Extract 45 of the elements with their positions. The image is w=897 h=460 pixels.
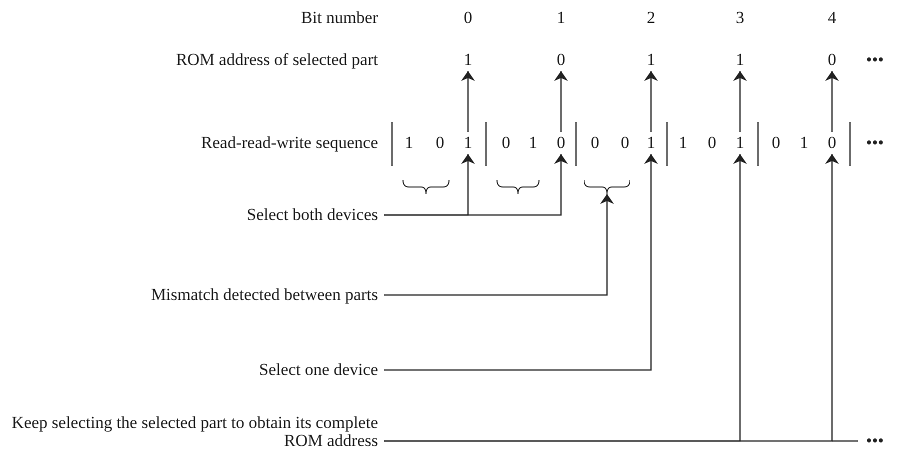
arrow xyxy=(733,71,747,132)
bit-index: 3 xyxy=(734,8,746,28)
bit-value: 0 xyxy=(824,49,840,71)
bit-value: 0 xyxy=(587,132,603,154)
bit-value: 0 xyxy=(553,132,569,154)
bit-index: 2 xyxy=(646,8,656,28)
bit-value: 1 xyxy=(643,49,659,71)
bit-index: 4 xyxy=(826,8,838,28)
leader-line xyxy=(384,194,614,296)
arrow xyxy=(825,71,839,132)
leader-line xyxy=(384,154,568,216)
annotation-text: Keep selecting the selected part to obtain its complete ROM address xyxy=(8,414,384,450)
bit-value: 0 xyxy=(498,132,514,154)
annotation-text: Mismatch detected between parts xyxy=(8,286,384,304)
arrow xyxy=(644,71,658,132)
arrow xyxy=(461,71,475,132)
arrow xyxy=(554,71,568,132)
ellipsis: ••• xyxy=(866,50,884,70)
row-heading: Read-read-write sequence xyxy=(201,133,378,153)
bit-value: 0 xyxy=(704,132,720,154)
bit-value: 1 xyxy=(732,132,748,154)
bit-value: 0 xyxy=(824,132,840,154)
ellipsis: ••• xyxy=(866,133,884,153)
bit-index: 1 xyxy=(556,8,566,28)
row-heading: Bit number xyxy=(301,8,378,28)
bit-value: 1 xyxy=(732,49,748,71)
leader-line xyxy=(384,154,839,442)
annotation-text: Select one device xyxy=(8,361,384,379)
leader-line xyxy=(384,154,658,371)
brace xyxy=(584,180,630,194)
bit-value: 1 xyxy=(796,132,812,154)
bit-value: 0 xyxy=(768,132,784,154)
bit-value: 1 xyxy=(525,132,541,154)
ellipsis: ••• xyxy=(866,431,884,451)
bit-value: 0 xyxy=(617,132,633,154)
bit-index: 0 xyxy=(462,8,474,28)
bit-value: 1 xyxy=(460,132,476,154)
bit-value: 0 xyxy=(553,49,569,71)
bit-value: 0 xyxy=(432,132,448,154)
annotation-text: Select both devices xyxy=(8,206,384,224)
bit-value: 1 xyxy=(401,132,417,154)
bit-value: 1 xyxy=(643,132,659,154)
row-heading: ROM address of selected part xyxy=(176,50,378,70)
bit-value: 1 xyxy=(460,49,476,71)
bit-value: 1 xyxy=(675,132,691,154)
